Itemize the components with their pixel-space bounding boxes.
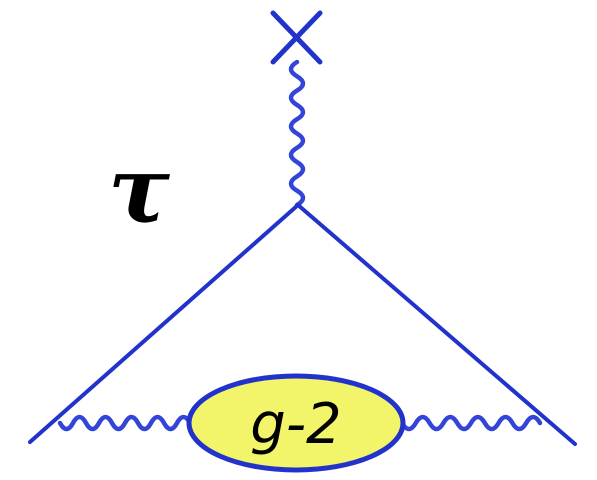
internal-photon-left bbox=[57, 414, 193, 432]
internal-photon-right bbox=[399, 414, 543, 432]
external-photon-line bbox=[288, 59, 306, 208]
external-field-cross-icon bbox=[270, 10, 323, 65]
blob-label: g-2 bbox=[250, 392, 341, 457]
particle-label: τ bbox=[108, 136, 170, 244]
fermion-line-left bbox=[28, 203, 300, 444]
fermion-line-right bbox=[296, 203, 577, 446]
hadronic-blob bbox=[186, 373, 406, 473]
